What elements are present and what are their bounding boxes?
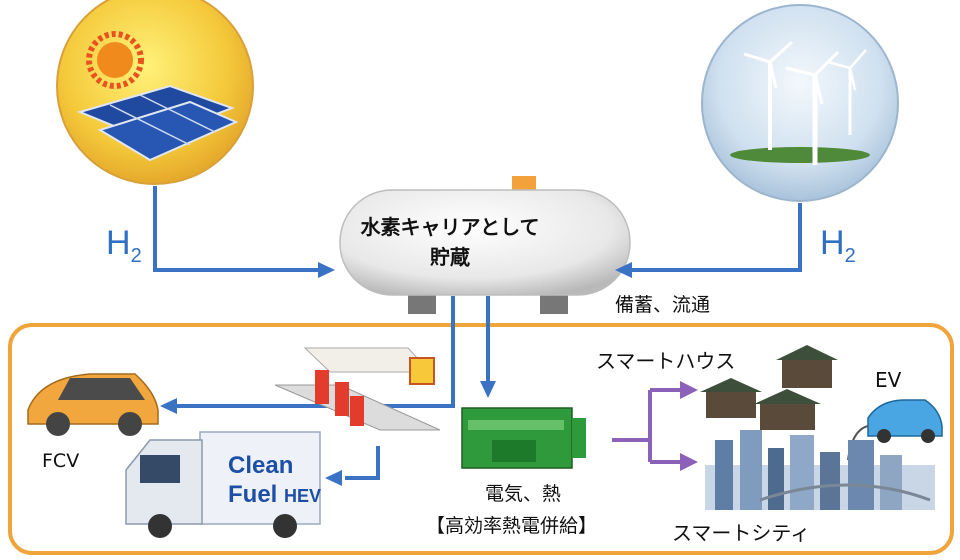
h2-label-left: H2: [106, 224, 142, 267]
h2-arrows: [153, 186, 802, 272]
hydrogen-tank: [339, 176, 631, 314]
truck-illustration: [125, 431, 321, 538]
wind-illustration: [701, 4, 899, 202]
tank-label-line1: 水素キャリアとして: [360, 215, 540, 239]
power-arrows: [612, 388, 682, 464]
fcv-label: FCV: [42, 450, 80, 472]
truck-clean-label: Clean: [228, 452, 294, 479]
truck-fuel-label: Fuel HEV: [228, 481, 322, 508]
fcv-car-illustration: [27, 373, 159, 436]
ev-car-illustration: [847, 399, 943, 461]
ev-label: EV: [875, 368, 902, 392]
distribution-arrows: [165, 296, 490, 480]
power-heat-label: 電気、熱: [485, 483, 562, 505]
generator-illustration: [461, 407, 586, 469]
chp-label: 【高効率熱電併給】: [426, 515, 598, 537]
smart-city-label: スマートシティ: [672, 521, 811, 545]
solar-illustration: [56, 0, 254, 185]
storage-distribution-label: 備蓄、流通: [615, 294, 711, 316]
smart-house-label: スマートハウス: [596, 349, 736, 373]
hydrogen-station-illustration: [274, 347, 441, 431]
smart-city-illustration: [705, 430, 935, 510]
h2-label-right: H2: [820, 224, 856, 267]
tank-label-line2: 貯蔵: [430, 245, 470, 269]
smart-houses-illustration: [700, 345, 838, 430]
